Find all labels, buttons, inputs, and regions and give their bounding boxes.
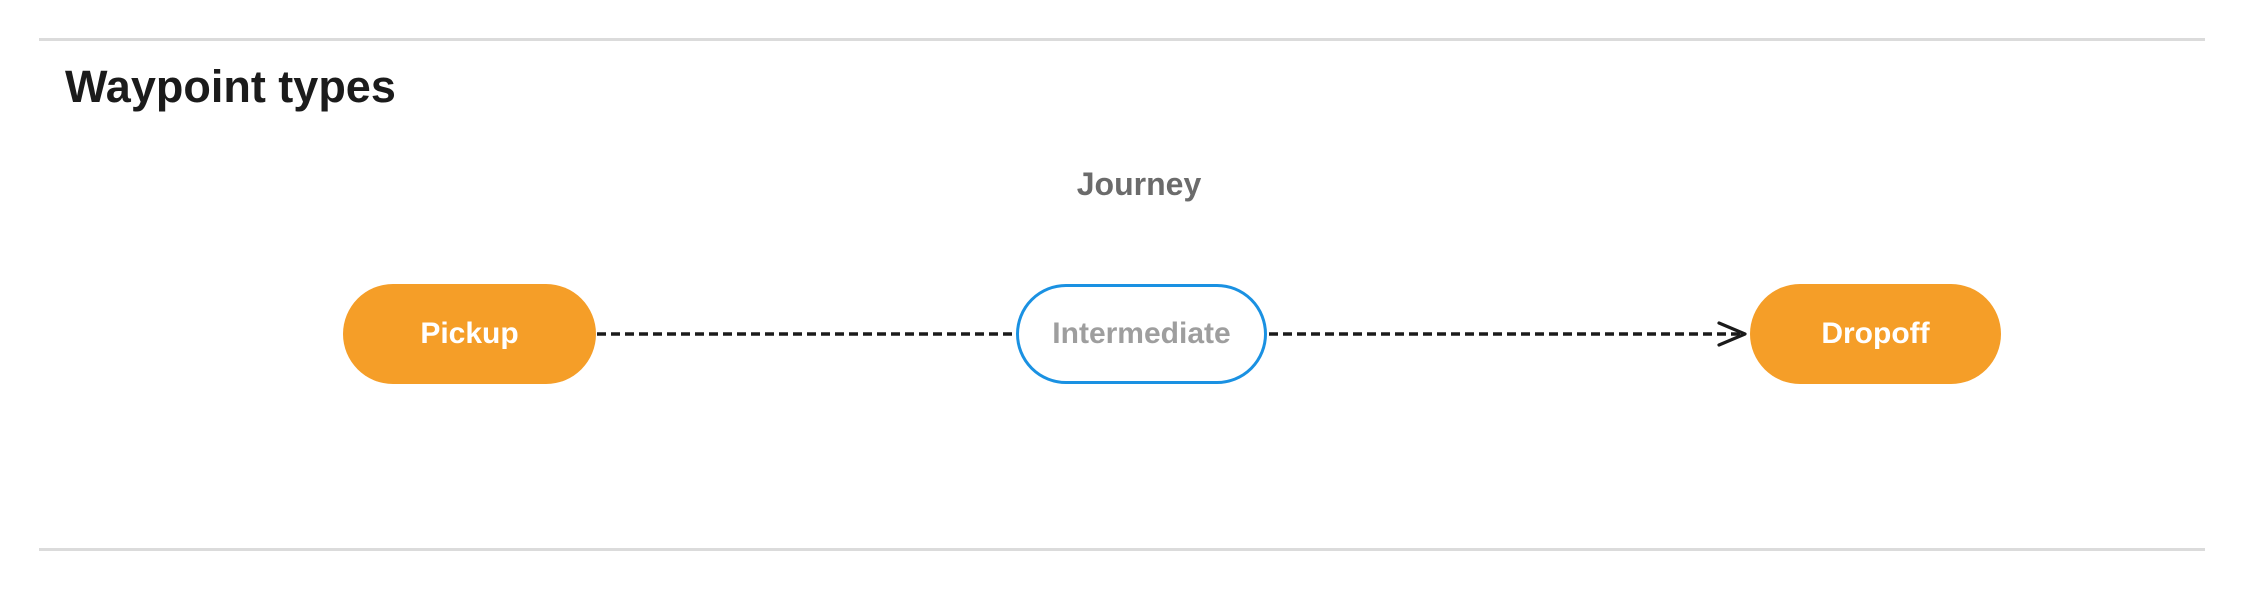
node-pickup-label: Pickup bbox=[420, 317, 519, 350]
page-title: Waypoint types bbox=[65, 61, 396, 112]
node-dropoff: Dropoff bbox=[1750, 284, 2001, 384]
node-pickup: Pickup bbox=[343, 284, 596, 384]
node-dropoff-label: Dropoff bbox=[1821, 317, 1930, 350]
bottom-divider bbox=[39, 548, 2205, 551]
node-intermediate: Intermediate bbox=[1016, 284, 1267, 384]
top-divider bbox=[39, 38, 2205, 41]
journey-group-label: Journey bbox=[1076, 166, 1202, 202]
node-intermediate-label: Intermediate bbox=[1052, 317, 1231, 350]
